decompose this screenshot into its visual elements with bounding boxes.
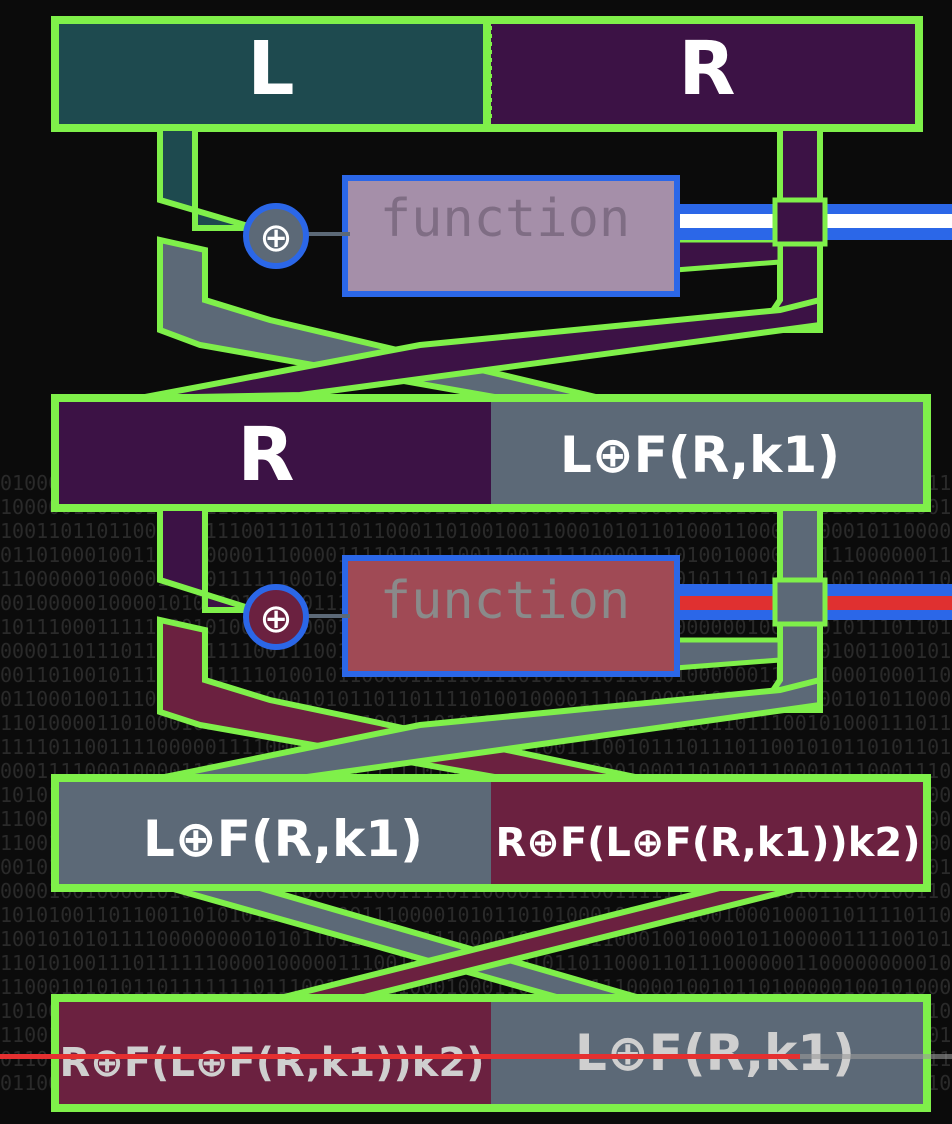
round3-left-block	[55, 778, 491, 888]
output-right-label: L⊕F(R,k1)	[575, 1024, 855, 1082]
round1-left-block	[51, 16, 491, 132]
output-block-outline	[51, 994, 931, 1112]
binary-row: 1010100110110011010101100100001110000101…	[0, 903, 952, 927]
round3-right-label: R⊕F(L⊕F(R,k1))k2)	[496, 820, 921, 866]
round2-xor-circle	[243, 584, 309, 650]
round2-right-label: L⊕F(R,k1)	[560, 426, 840, 484]
video-progress-fill	[0, 1054, 800, 1059]
round1-right-block	[483, 16, 923, 132]
round2-left-wire	[157, 505, 256, 613]
round1-left-wire	[157, 125, 256, 231]
round2-right-block	[491, 398, 927, 508]
output-right-block	[491, 998, 927, 1108]
round2-function-label: function	[380, 571, 630, 631]
round3-block-outline	[51, 774, 931, 892]
round1-wire-overlap	[772, 197, 828, 247]
round1-right-branch	[672, 237, 783, 273]
round1-function-label: function	[380, 189, 630, 249]
round2-left-label: R	[238, 412, 295, 498]
output-left-label: R⊕F(L⊕F(R,k1))k2)	[60, 1040, 485, 1086]
round3-left-label: L⊕F(R,k1)	[143, 810, 423, 868]
round1-xor-symbol: ⊕	[259, 215, 293, 261]
round3-right-block	[491, 778, 927, 888]
round2-xor-symbol: ⊕	[259, 596, 293, 642]
round2-wire-overlap	[772, 577, 828, 627]
round2-left-block	[55, 398, 491, 508]
round1-xor-circle	[243, 203, 309, 269]
round1-left-label: L	[247, 26, 294, 112]
round1-function-box	[342, 175, 680, 297]
round1-right-label: R	[679, 26, 736, 112]
round2-block-outline	[51, 394, 931, 512]
output-left-block	[55, 998, 491, 1108]
